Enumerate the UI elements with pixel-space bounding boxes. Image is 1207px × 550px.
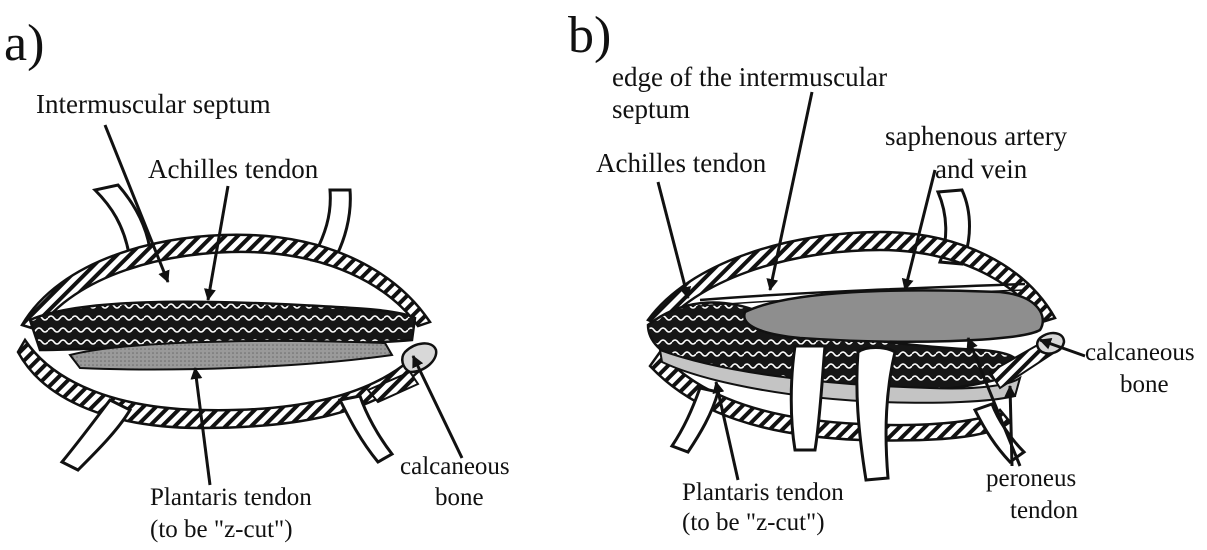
panel-b: b) edge of the intermuscular septum Achi… [568,7,1195,536]
label-achilles-tendon-a: Achilles tendon [148,154,319,184]
label-achilles-tendon-b: Achilles tendon [596,148,767,178]
arrow-plantaris-b [716,382,738,480]
label-plantaris-b-line1: Plantaris tendon [682,479,844,506]
retractor-bottom-b2 [857,348,895,481]
label-plantaris-a-line1: Plantaris tendon [150,484,312,511]
label-peroneus-line2: tendon [1010,497,1079,524]
saphenous-vessel-b [744,290,1043,341]
label-edge-septum-line1: edge of the intermuscular [612,62,887,92]
retractor-bottom-b4 [672,388,718,452]
label-plantaris-b-line2: (to be "z-cut") [682,509,825,536]
label-peroneus-line1: peroneus [986,465,1076,492]
label-calcaneous-a-line2: bone [435,484,484,511]
retractor-bottom-right [340,396,392,462]
label-intermuscular-septum-a: Intermuscular septum [36,89,271,119]
arrow-calcaneous-a [413,356,462,458]
label-saphenous-line2: and vein [935,154,1028,184]
arrow-saphenous-b [905,170,935,290]
panel-a: a) Intermuscular septum Achilles tendon … [4,15,510,543]
label-calcaneous-b-line2: bone [1120,371,1169,398]
arrow-achilles-b [658,182,688,298]
label-edge-septum-line2: septum [612,94,690,124]
label-saphenous-line1: saphenous artery [885,121,1068,151]
panel-b-letter: b) [568,7,611,64]
arrow-peroneus-b2 [1010,386,1012,466]
label-calcaneous-b-line1: calcaneous [1085,339,1195,366]
panel-a-letter: a) [4,15,44,72]
label-calcaneous-a-line1: calcaneous [400,453,510,480]
label-plantaris-a-line2: (to be "z-cut") [150,516,293,543]
